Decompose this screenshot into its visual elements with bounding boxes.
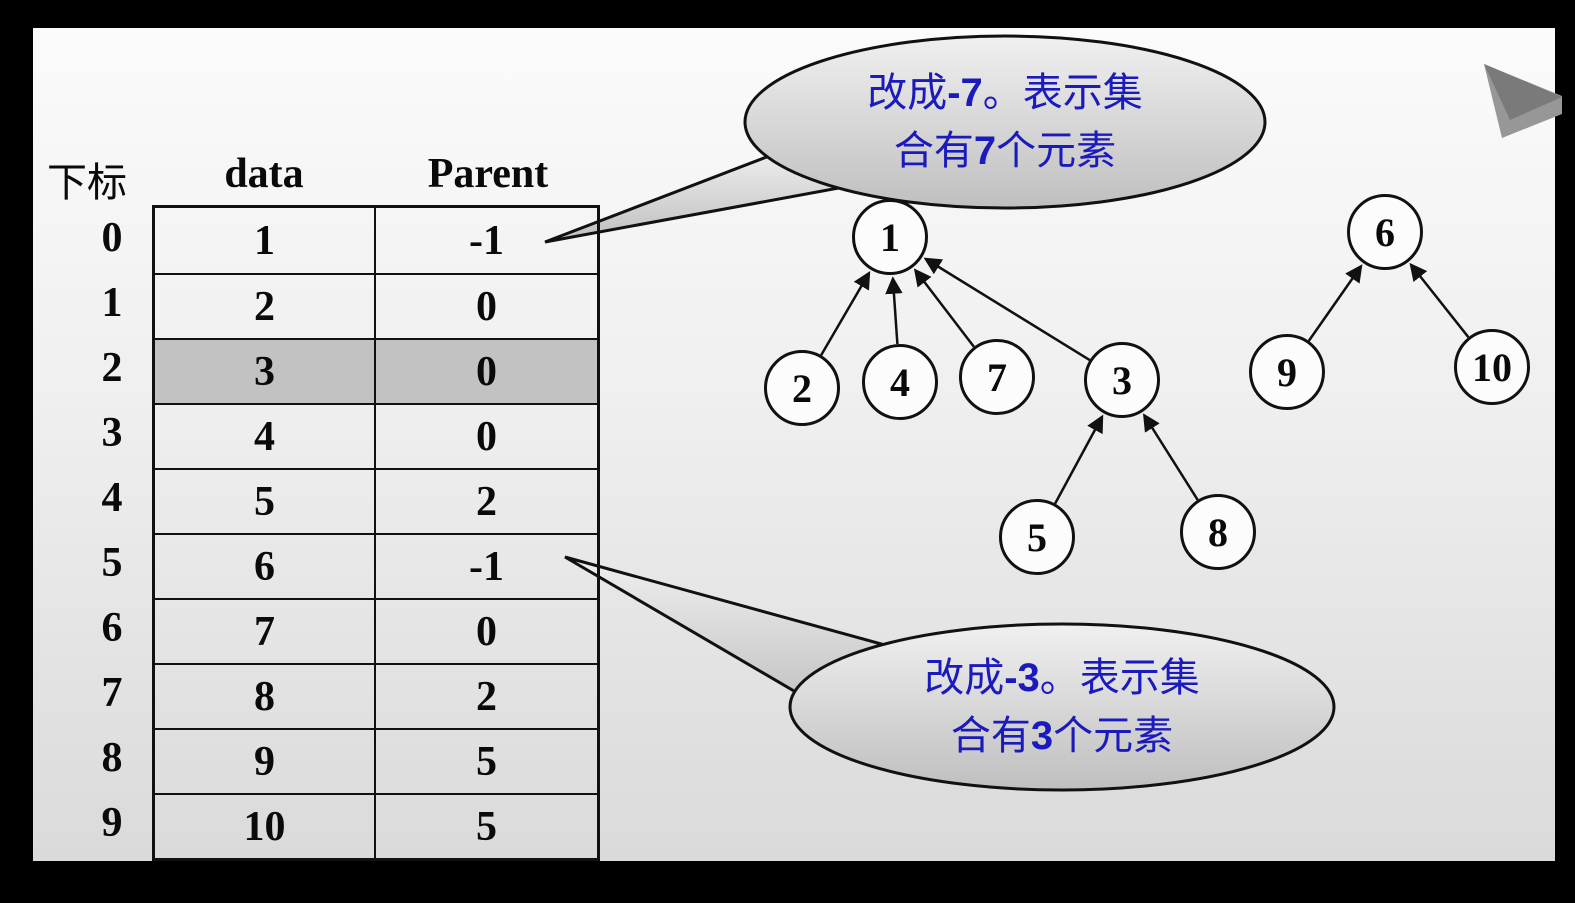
data-cell: 2 bbox=[155, 275, 376, 338]
parent-cell: -1 bbox=[469, 543, 504, 590]
callout-line: 改成-3。表示集 bbox=[924, 656, 1200, 700]
table-row: 6 -1 bbox=[155, 533, 597, 598]
callout-top-bubble bbox=[743, 34, 1267, 210]
child-to-parent-arrow bbox=[1307, 264, 1363, 342]
row-index-label: 3 bbox=[101, 409, 123, 456]
row-index-label: 2 bbox=[101, 344, 123, 391]
row-index-label: 6 bbox=[101, 604, 123, 651]
parent-cell: 2 bbox=[476, 478, 497, 525]
parent-column-header: Parent bbox=[427, 151, 549, 197]
tree-node-10: 10 bbox=[1454, 329, 1530, 405]
child-to-parent-arrow bbox=[913, 268, 975, 348]
row-index-label: 7 bbox=[101, 669, 123, 716]
data-cell: 5 bbox=[155, 470, 376, 533]
tree-node-4: 4 bbox=[862, 344, 938, 420]
table-row: 1 -1 bbox=[155, 208, 597, 273]
data-cell: 9 bbox=[155, 730, 376, 793]
child-to-parent-arrow bbox=[885, 276, 903, 345]
tree-node-3: 3 bbox=[1084, 342, 1160, 418]
data-cell: 7 bbox=[155, 600, 376, 663]
parent-cell: 0 bbox=[476, 413, 497, 460]
data-cell: 1 bbox=[155, 208, 376, 273]
callout-line: 改成-7。表示集 bbox=[867, 71, 1143, 115]
row-index-label: 9 bbox=[101, 799, 123, 846]
parent-cell: 5 bbox=[476, 803, 497, 850]
index-column-header: 下标 bbox=[47, 161, 127, 205]
parent-cell: -1 bbox=[469, 217, 504, 264]
child-to-parent-arrow bbox=[1054, 414, 1104, 505]
child-to-parent-arrow bbox=[820, 271, 871, 356]
parent-cell: 0 bbox=[476, 283, 497, 330]
row-index-label: 0 bbox=[101, 214, 123, 261]
parent-cell: 0 bbox=[476, 348, 497, 395]
table-row: 10 5 bbox=[155, 793, 597, 858]
row-index-label: 4 bbox=[101, 474, 123, 521]
tree-node-9: 9 bbox=[1249, 334, 1325, 410]
parent-cell: 5 bbox=[476, 738, 497, 785]
child-to-parent-arrow bbox=[1142, 413, 1199, 501]
row-index-label: 5 bbox=[101, 539, 123, 586]
child-to-parent-arrow bbox=[923, 257, 1091, 362]
corner-arrow-icon bbox=[1484, 64, 1562, 138]
callout-line: 合有7个元素 bbox=[893, 129, 1117, 173]
data-cell: 10 bbox=[155, 795, 376, 858]
tree-node-6: 6 bbox=[1347, 194, 1423, 270]
data-column-header: data bbox=[224, 151, 304, 197]
data-cell: 4 bbox=[155, 405, 376, 468]
callout-top-text: 改成-7。表示集合有7个元素 bbox=[745, 64, 1265, 180]
row-index-label: 8 bbox=[101, 734, 123, 781]
data-cell: 6 bbox=[155, 535, 376, 598]
callout-line: 合有3个元素 bbox=[950, 714, 1174, 758]
data-cell: 3 bbox=[155, 340, 376, 403]
tree-node-7: 7 bbox=[959, 339, 1035, 415]
callout-bottom-text: 改成-3。表示集合有3个元素 bbox=[802, 649, 1322, 765]
child-to-parent-arrow bbox=[1409, 262, 1470, 338]
parent-cell: 2 bbox=[476, 673, 497, 720]
tree-node-5: 5 bbox=[999, 499, 1075, 575]
tree-node-2: 2 bbox=[764, 350, 840, 426]
parent-cell: 0 bbox=[476, 608, 497, 655]
tree-node-8: 8 bbox=[1180, 494, 1256, 570]
data-cell: 8 bbox=[155, 665, 376, 728]
row-index-label: 1 bbox=[101, 279, 123, 326]
callout-bottom-bubble bbox=[788, 622, 1336, 792]
tree-node-1: 1 bbox=[852, 199, 928, 275]
